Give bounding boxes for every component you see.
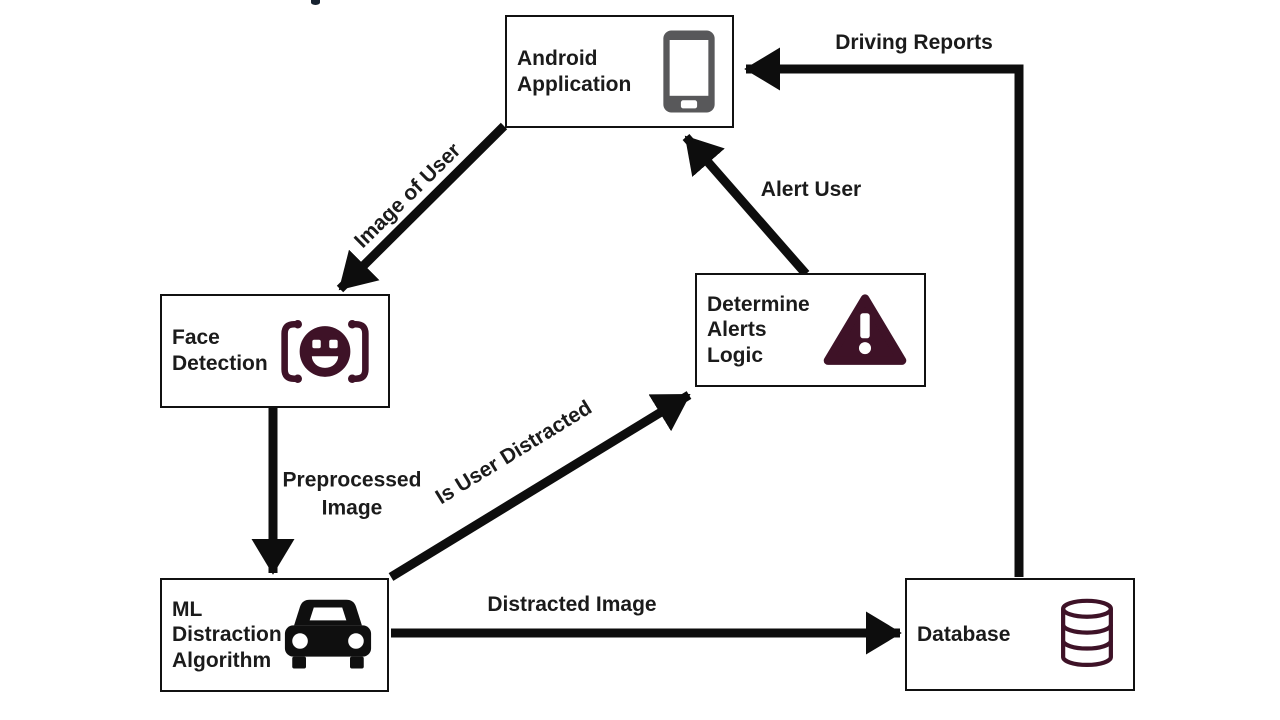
face-scan-icon <box>278 313 372 390</box>
node-label-ml-distraction-algorithm: ML Distraction Algorithm <box>172 597 282 672</box>
smartphone-icon <box>662 27 716 116</box>
car-icon <box>282 597 374 674</box>
node-android-application: Android Application <box>505 15 734 128</box>
edge-label-preprocessed-image: Preprocessed Image <box>282 468 422 520</box>
node-ml-distraction-algorithm: ML Distraction Algorithm <box>160 578 389 692</box>
edge-alert-user <box>682 134 810 277</box>
node-label-android-application: Android Application <box>517 46 632 96</box>
edge-label-alert-user: Alert User <box>760 178 862 201</box>
node-label-face-detection: Face Detection <box>172 326 268 375</box>
edge-image-of-user <box>336 122 508 293</box>
edge-label-driving-reports: Driving Reports <box>835 31 993 54</box>
edge-is-user-distracted <box>388 391 692 581</box>
node-face-detection: Face Detection <box>160 294 390 408</box>
node-database: Database <box>905 578 1135 691</box>
edge-driving-reports <box>744 47 1024 577</box>
warning-triangle-icon <box>822 292 908 369</box>
database-icon <box>1057 598 1117 671</box>
edge-label-distracted-image: Distracted Image <box>487 593 657 616</box>
node-label-database: Database <box>917 622 1011 646</box>
stray-mark <box>311 0 320 5</box>
node-label-determine-alerts-logic: Determine Alerts Logic <box>707 292 810 367</box>
node-determine-alerts-logic: Determine Alerts Logic <box>695 273 926 387</box>
